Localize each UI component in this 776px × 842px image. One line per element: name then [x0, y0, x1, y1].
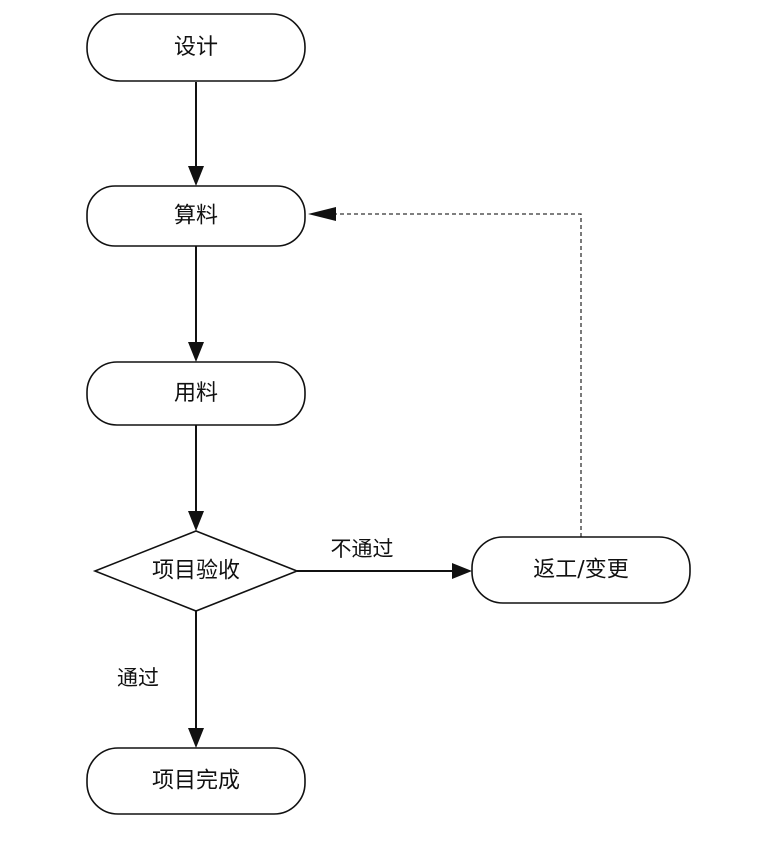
edge-label-not-pass: 不通过	[331, 537, 394, 561]
edge-rework-to-calculate	[308, 207, 582, 537]
node-calculate-label: 算料	[174, 204, 218, 229]
node-use-label: 用料	[174, 381, 218, 406]
arrowhead	[308, 207, 336, 221]
feedback-connector-line	[336, 213, 582, 537]
node-rework: 返工/变更	[471, 536, 691, 604]
node-use-box	[86, 361, 306, 426]
node-rework-box	[471, 536, 691, 604]
node-calculate-box	[86, 185, 306, 247]
arrowhead	[188, 166, 204, 186]
edge-calculate-to-use	[188, 246, 204, 362]
node-calculate: 算料	[86, 185, 306, 247]
node-use: 用料	[86, 361, 306, 426]
edge-design-to-calculate	[188, 82, 204, 186]
node-complete-label: 项目完成	[152, 769, 240, 794]
node-design-box	[86, 13, 306, 82]
arrowhead	[188, 511, 204, 531]
edge-label-pass: 通过	[117, 666, 159, 690]
arrowhead	[188, 342, 204, 362]
node-complete-box	[86, 747, 306, 815]
node-rework-label: 返工/变更	[533, 558, 628, 583]
edge-inspection-to-complete	[188, 611, 204, 748]
node-design: 设计	[86, 13, 306, 82]
node-inspection: 项目验收	[92, 530, 300, 612]
node-inspection-label: 项目验收	[152, 559, 240, 584]
arrowhead	[188, 728, 204, 748]
edge-use-to-inspection	[188, 425, 204, 531]
arrowhead	[452, 563, 472, 579]
node-design-label: 设计	[174, 35, 218, 60]
node-inspection-diamond	[92, 530, 300, 612]
edge-inspection-to-rework	[297, 563, 472, 579]
node-complete: 项目完成	[86, 747, 306, 815]
